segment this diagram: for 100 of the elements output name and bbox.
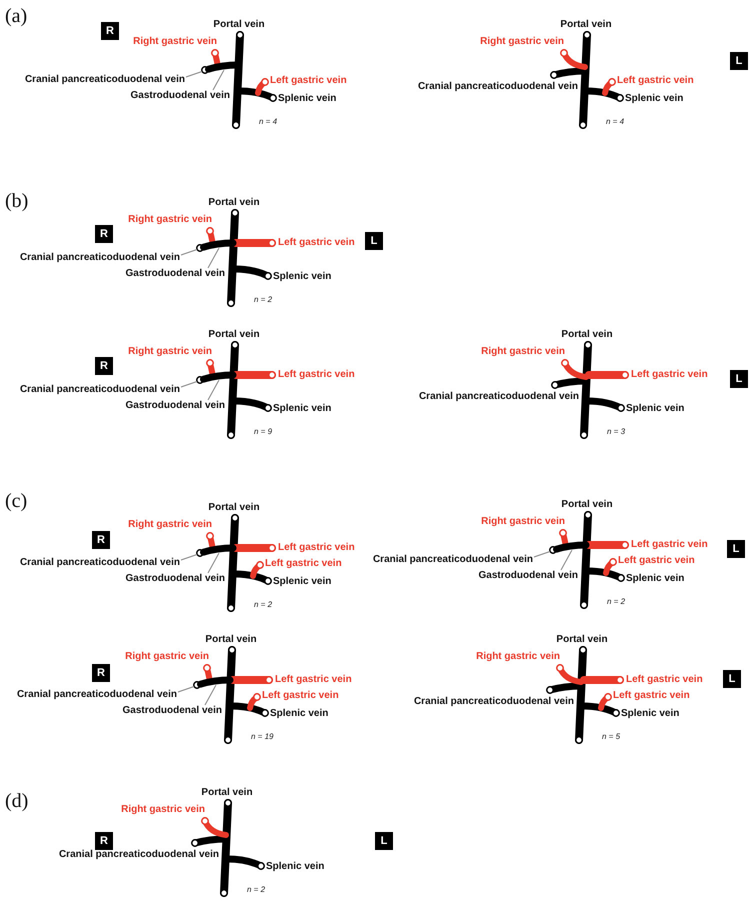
vessel-label: Gastroduodenal vein [126,400,225,412]
side-label: L [727,540,745,558]
sample-size-label: n = 4 [606,117,624,127]
vessel-label: Portal vein [208,329,260,341]
leader-line [180,381,198,388]
panel-label: (d) [5,790,28,812]
vessel-label: Right gastric vein [125,651,209,663]
vessel-label: Left gastric vein [262,690,339,702]
vessel-label: Cranial pancreaticoduodenal vein [20,384,180,396]
vessel-label: Splenic vein [625,93,684,105]
vessel-label: Splenic vein [273,403,332,415]
side-label: R [95,832,113,850]
side-label: R [92,531,110,549]
vessel-label: Portal vein [208,197,260,209]
sample-size-label: n = 2 [247,885,266,895]
leader-line [208,552,220,574]
vessel-label: Gastroduodenal vein [478,570,578,582]
vessel-label: Cranial pancreaticoduodenal vein [20,557,180,569]
vessel-label: Left gastric vein [265,558,342,570]
panel-label: (a) [5,5,28,27]
vessel-label: Portal vein [556,634,608,646]
vessel-label: Splenic vein [270,708,328,720]
vessel-label: Right gastric vein [128,519,212,531]
leader-line [560,550,572,570]
vessel-label: Right gastric vein [480,36,564,48]
vessel-label: Right gastric vein [476,651,560,663]
vessel-label: Cranial pancreaticoduodenal vein [418,81,578,93]
vessel-label: Right gastric vein [481,346,565,358]
vessel-label: Left gastric vein [631,369,708,381]
leader-line [208,248,220,268]
vessel-label: Portal vein [560,19,612,31]
leader-line [208,380,220,400]
side-label: R [95,225,113,243]
vessel-label: Gastroduodenal vein [130,90,230,102]
vessel-label: Cranial pancreaticoduodenal vein [414,696,574,708]
sample-size-label: n = 9 [254,427,272,437]
side-label: L [375,832,393,850]
vessel-label: Cranial pancreaticoduodenal vein [24,74,185,86]
leader-line [204,684,216,706]
panel-label: (b) [5,190,28,212]
vessel-label: Left gastric vein [626,674,703,686]
vein-branch [197,676,234,688]
vessel-label: Portal vein [213,19,265,31]
vessel-label: Gastroduodenal vein [126,268,225,280]
sample-size-label: n = 19 [251,732,274,742]
side-label: R [101,22,119,40]
vessel-label: Portal vein [205,634,257,646]
vessel-label: Splenic vein [273,271,332,283]
leader-line [186,71,202,78]
leader-line [212,70,224,90]
vessel-label: Cranial pancreaticoduodenal vein [418,391,579,403]
side-label: L [730,370,748,388]
vessel-label: Left gastric vein [613,690,690,702]
vessel-label: Cranial pancreaticoduodenal vein [372,554,533,566]
vein-branch [553,542,590,553]
vessel-label: Splenic vein [278,93,336,105]
vessel-label: Left gastric vein [631,539,708,551]
vessel-label: Left gastric vein [618,555,695,567]
sample-size-label: n = 2 [607,597,626,607]
sample-size-label: n = 5 [602,732,620,742]
vessel-label: Left gastric vein [278,237,355,249]
vessel-label: Gastroduodenal vein [122,705,222,717]
leader-line [178,686,194,692]
vessel-label: Splenic vein [273,576,332,588]
vessel-label: Right gastric vein [481,516,565,528]
side-label: R [92,664,110,682]
sample-size-label: n = 2 [254,600,272,610]
vessel-label: Portal vein [208,502,260,514]
vessel-label: Left gastric vein [278,369,355,381]
vessel-label: Right gastric vein [128,214,212,226]
vessel-label: Left gastric vein [617,75,694,87]
side-label: R [95,357,113,375]
vessel-label: Splenic vein [266,861,324,873]
leader-line [534,551,550,558]
vessel-label: Right gastric vein [128,346,212,358]
vessel-label: Left gastric vein [275,674,352,686]
vein-branch [200,240,236,251]
vessel-label: Left gastric vein [270,75,347,87]
side-label: L [730,52,748,70]
vessel-label: Right gastric vein [121,804,205,816]
sample-size-label: n = 4 [259,117,278,127]
vessel-label: Cranial pancreaticoduodenal vein [16,689,177,701]
side-label: L [723,670,741,688]
side-label: L [365,232,383,250]
vessel-label: Portal vein [561,499,613,511]
vein-branch [200,372,236,383]
vein-branch [200,544,236,556]
sample-size-label: n = 2 [254,295,272,305]
vessel-label: Left gastric vein [278,542,355,554]
vessel-label: Gastroduodenal vein [126,573,225,585]
vessel-label: Cranial pancreaticoduodenal vein [20,252,180,264]
vessel-label: Portal vein [561,329,613,341]
vessel-label: Splenic vein [626,403,684,415]
vessel-label: Splenic vein [626,573,684,585]
panel-label: (c) [5,490,28,512]
leader-line [180,554,198,560]
vessel-label: Cranial pancreaticoduodenal vein [58,849,219,861]
vessel-label: Portal vein [201,787,253,799]
vessel-label: Splenic vein [621,708,680,720]
vessel-label: Right gastric vein [133,36,217,48]
